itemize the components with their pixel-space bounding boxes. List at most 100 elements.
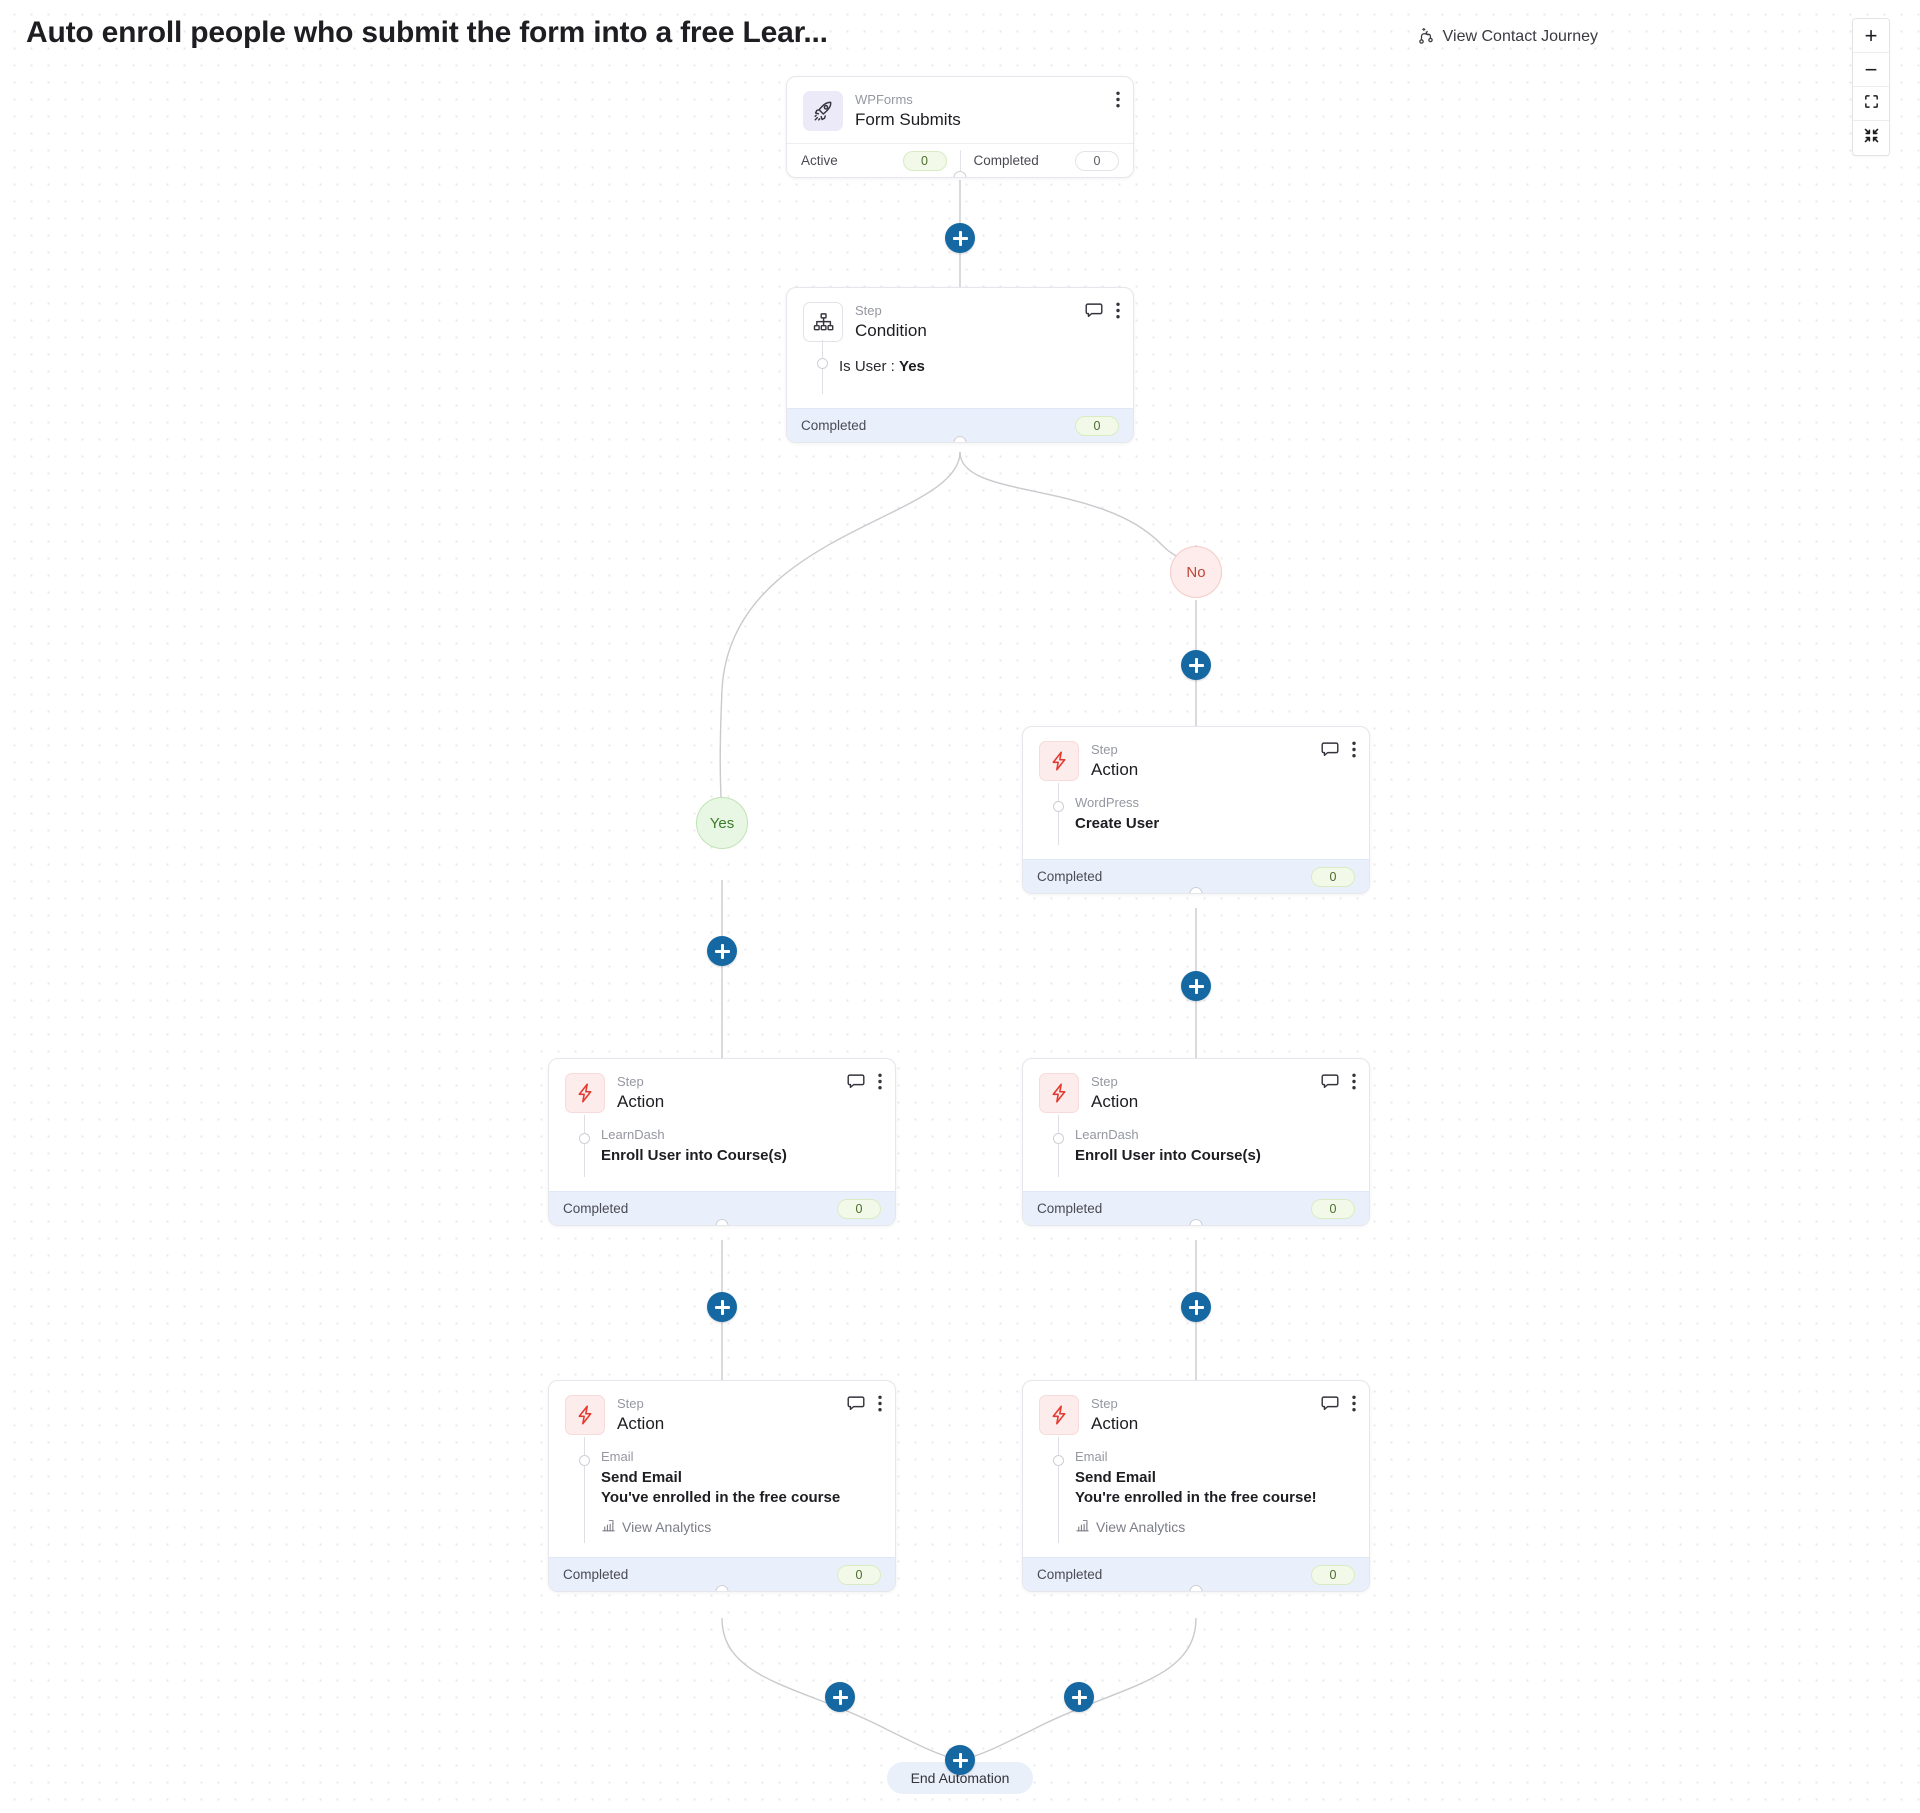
create-user-completed-stat: Completed 0 — [1037, 866, 1355, 887]
trigger-output-port[interactable] — [953, 171, 967, 178]
trigger-completed-label: Completed — [973, 153, 1039, 169]
view-contact-journey-button[interactable]: View Contact Journey — [1417, 28, 1598, 46]
end-automation-node[interactable]: End Automation — [887, 1762, 1033, 1794]
fit-view-icon — [1863, 93, 1880, 115]
email-no-output-port[interactable] — [1189, 1585, 1203, 1592]
condition-completed-stat: Completed 0 — [801, 415, 1119, 436]
comment-icon[interactable] — [1085, 302, 1103, 319]
condition-footer: Completed 0 — [787, 408, 1133, 443]
branch-no-label: No — [1186, 563, 1206, 581]
create-user-kicker: Step — [1091, 742, 1118, 757]
more-vertical-icon[interactable] — [878, 1073, 882, 1090]
zoom-out-button[interactable]: − — [1853, 53, 1889, 87]
node-action-create-user[interactable]: Step Action WordPress Create User — [1022, 726, 1370, 895]
create-user-detail: WordPress Create User — [1039, 783, 1353, 847]
branch-journey-icon — [1417, 28, 1435, 46]
zoom-controls[interactable]: + − — [1852, 18, 1890, 156]
email-yes-output-port[interactable] — [715, 1585, 729, 1592]
branch-yes[interactable]: Yes — [696, 797, 748, 849]
branch-no[interactable]: No — [1170, 546, 1222, 598]
enroll-yes-completed-badge: 0 — [837, 1198, 881, 1219]
condition-rule-text: Is User : Yes — [839, 352, 1117, 377]
enroll-no-output-port[interactable] — [1189, 1219, 1203, 1226]
email-no-action: Send Email — [1075, 1469, 1156, 1487]
enroll-no-app: LearnDash — [1075, 1127, 1139, 1143]
email-no-completed-badge: 0 — [1311, 1564, 1355, 1585]
add-step-button-merge-right[interactable] — [1064, 1682, 1094, 1712]
zoom-in-button[interactable]: + — [1853, 19, 1889, 53]
enroll-yes-footer: Completed 0 — [549, 1191, 895, 1226]
email-no-view-analytics-link[interactable]: View Analytics — [1075, 1518, 1185, 1536]
add-step-button-before-end[interactable] — [945, 1745, 975, 1775]
lightning-icon — [565, 1395, 605, 1435]
email-yes-stem — [584, 1437, 585, 1544]
email-yes-app: Email — [601, 1449, 634, 1465]
create-user-port — [1053, 801, 1064, 813]
node-action-email-no[interactable]: Step Action Email Send Email — [1022, 1380, 1370, 1593]
email-yes-subject: You've enrolled in the free course — [601, 1489, 841, 1507]
enroll-yes-port — [579, 1133, 590, 1145]
add-step-button-yes-branch[interactable] — [707, 936, 737, 966]
create-user-completed-badge: 0 — [1311, 866, 1355, 887]
more-vertical-icon[interactable] — [1352, 741, 1356, 758]
comment-icon[interactable] — [847, 1395, 865, 1412]
add-step-button-after-create-user[interactable] — [1181, 971, 1211, 1001]
condition-output-port[interactable] — [953, 436, 967, 443]
branch-yes-label: Yes — [709, 814, 735, 832]
more-vertical-icon[interactable] — [1116, 302, 1120, 319]
node-action-enroll-yes[interactable]: Step Action LearnDash Enroll User in — [548, 1058, 896, 1227]
node-action-email-yes[interactable]: Step Action Email Send Email — [548, 1380, 896, 1593]
trigger-completed-stat: Completed 0 — [973, 150, 1119, 171]
enroll-yes-stem — [584, 1115, 585, 1178]
create-user-app: WordPress — [1075, 795, 1140, 811]
trigger-active-badge: 0 — [902, 150, 947, 171]
condition-rule-value: Yes — [899, 358, 925, 376]
email-yes-view-analytics-link[interactable]: View Analytics — [601, 1518, 711, 1536]
more-vertical-icon[interactable] — [1116, 91, 1120, 108]
create-user-output-port[interactable] — [1189, 887, 1203, 894]
node-condition[interactable]: Step Condition Is User : — [786, 287, 1134, 444]
email-no-completed-label: Completed — [1037, 1567, 1103, 1583]
add-step-button-after-enroll-yes[interactable] — [707, 1292, 737, 1322]
comment-icon[interactable] — [1321, 1073, 1339, 1090]
node-action-enroll-no[interactable]: Step Action LearnDash Enroll User in — [1022, 1058, 1370, 1227]
enroll-no-detail: LearnDash Enroll User into Course(s) — [1039, 1115, 1353, 1179]
node-trigger-form-submits[interactable]: WPForms Form Submits Active 0 Completed … — [786, 76, 1134, 179]
email-yes-action: Send Email — [601, 1469, 682, 1487]
more-vertical-icon[interactable] — [1352, 1073, 1356, 1090]
add-step-button-after-enroll-no[interactable] — [1181, 1292, 1211, 1322]
email-no-port — [1053, 1455, 1064, 1467]
add-step-button-merge-left[interactable] — [825, 1682, 855, 1712]
fit-view-button[interactable] — [1853, 87, 1889, 121]
email-no-title: Action — [1091, 1414, 1139, 1434]
center-view-icon — [1863, 127, 1880, 149]
lightning-icon — [565, 1073, 605, 1113]
email-yes-completed-label: Completed — [563, 1567, 629, 1583]
comment-icon[interactable] — [1321, 1395, 1339, 1412]
email-no-detail: Email Send Email You're enrolled in the … — [1039, 1437, 1353, 1545]
enroll-yes-completed-label: Completed — [563, 1201, 629, 1217]
comment-icon[interactable] — [1321, 741, 1339, 758]
enroll-no-title: Action — [1091, 1092, 1139, 1112]
email-yes-port — [579, 1455, 590, 1467]
email-yes-completed-stat: Completed 0 — [563, 1564, 881, 1585]
center-view-button[interactable] — [1853, 121, 1889, 155]
page-title: Auto enroll people who submit the form i… — [26, 16, 828, 49]
enroll-no-stem — [1058, 1115, 1059, 1178]
add-step-button-after-trigger[interactable] — [945, 223, 975, 253]
more-vertical-icon[interactable] — [1352, 1395, 1356, 1412]
comment-icon[interactable] — [847, 1073, 865, 1090]
bar-chart-icon — [1075, 1518, 1090, 1536]
trigger-title: Form Submits — [855, 110, 961, 130]
more-vertical-icon[interactable] — [878, 1395, 882, 1412]
zoom-out-label: − — [1864, 56, 1878, 82]
add-step-button-no-branch[interactable] — [1181, 650, 1211, 680]
zoom-in-label: + — [1864, 22, 1878, 48]
email-no-kicker: Step — [1091, 1396, 1118, 1411]
email-no-stem — [1058, 1437, 1059, 1544]
enroll-yes-output-port[interactable] — [715, 1219, 729, 1226]
sitemap-icon — [803, 302, 843, 342]
enroll-no-completed-label: Completed — [1037, 1201, 1103, 1217]
enroll-yes-title: Action — [617, 1092, 665, 1112]
